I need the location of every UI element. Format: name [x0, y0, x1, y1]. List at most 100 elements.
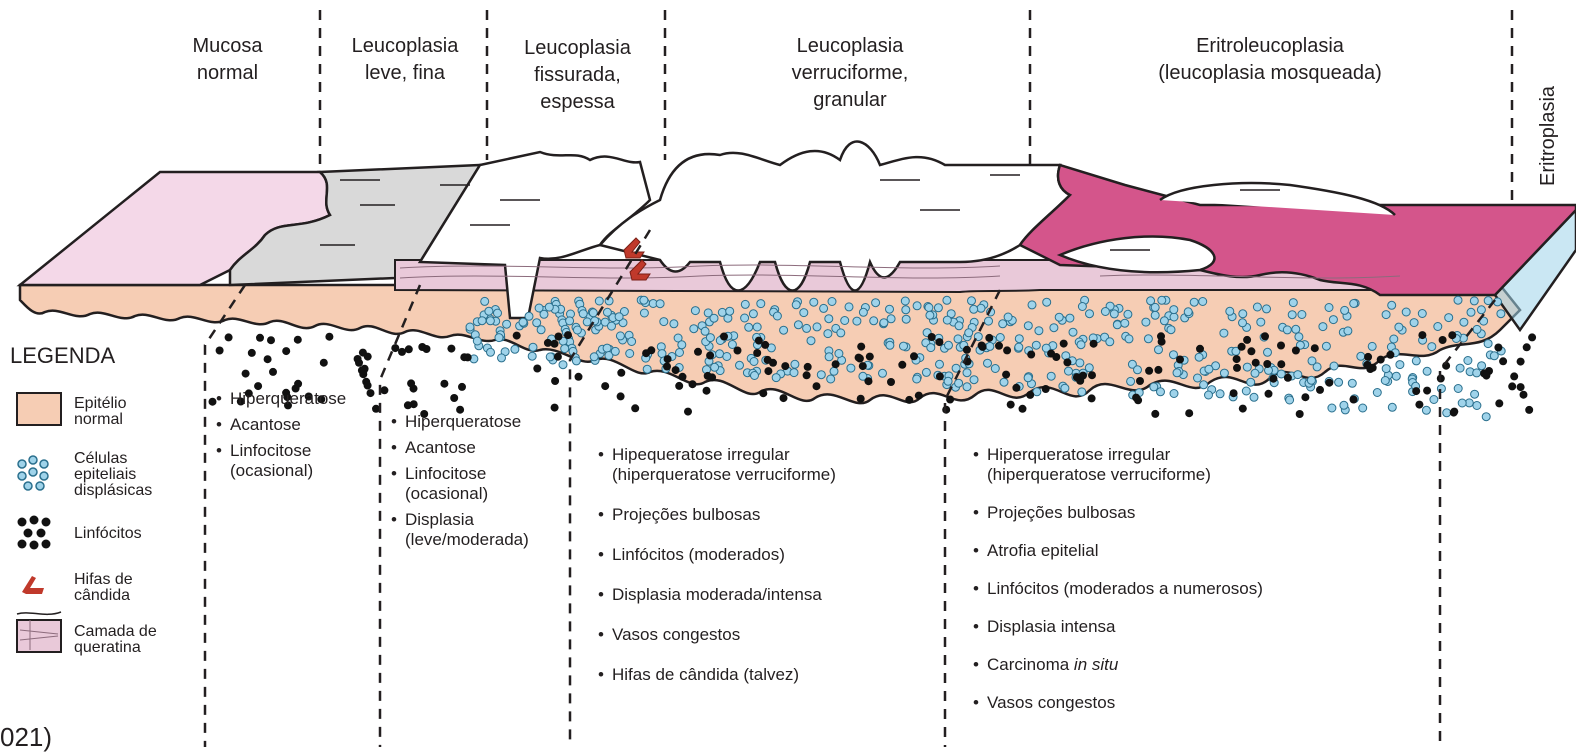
lymphocyte [264, 355, 272, 363]
dysplastic-cell [1110, 310, 1118, 318]
dysplastic-cell [1160, 317, 1168, 325]
lymphocyte [1265, 390, 1273, 398]
dysplastic-cell [1043, 298, 1051, 306]
dysplastic-cell [741, 300, 749, 308]
lymphocyte [1151, 410, 1159, 418]
dysplastic-cell [1490, 352, 1498, 360]
dysplastic-cell [984, 359, 992, 367]
lymphocyte [1145, 367, 1153, 375]
lymphocyte [551, 404, 559, 412]
list-item: Displasia intensa [973, 617, 1373, 637]
dysplastic-cell [828, 298, 836, 306]
dysplastic-cell [1428, 343, 1436, 351]
dysplastic-cell [824, 330, 832, 338]
dysplastic-cell [1288, 311, 1296, 319]
dysplastic-cell [1388, 403, 1396, 411]
lymphocyte [1495, 399, 1503, 407]
dysplastic-cell [1216, 390, 1224, 398]
dysplastic-cell [954, 335, 962, 343]
lymphocyte [1517, 358, 1525, 366]
dysplastic-cell [473, 337, 481, 345]
dysplastic-cell [579, 310, 587, 318]
dysplastic-cell [628, 338, 636, 346]
lymphocyte [242, 370, 250, 378]
list-item: Projeções bulbosas [973, 503, 1373, 523]
dysplastic-cell [1357, 352, 1365, 360]
lymphocyte [1042, 385, 1050, 393]
lymphocyte [601, 382, 609, 390]
lymphocyte [978, 342, 986, 350]
dysplastic-cell [837, 329, 845, 337]
dysplastic-cell [825, 315, 833, 323]
dysplastic-cell [736, 361, 744, 369]
lymphocyte [407, 379, 415, 387]
lymphocyte [450, 394, 458, 402]
dysplastic-cell [706, 334, 714, 342]
dysplastic-cell [640, 309, 648, 317]
lymphocyte [1158, 338, 1166, 346]
dysplastic-cell [955, 322, 963, 330]
dysplastic-cell [886, 305, 894, 313]
dysplastic-cell [879, 369, 887, 377]
lymphocyte [1243, 336, 1251, 344]
dysplastic-cell [1388, 301, 1396, 309]
dysplastic-cell [830, 367, 838, 375]
dysplastic-cell [481, 297, 489, 305]
dysplastic-cell [533, 319, 541, 327]
header-leucoplasia-leve: Leucoplasia leve, fina [330, 33, 480, 87]
dysplastic-cell [495, 334, 503, 342]
dysplastic-cell [1264, 348, 1272, 356]
dysplastic-cell [926, 311, 934, 319]
dysplastic-cell [1000, 378, 1008, 386]
dysplastic-cell [1205, 365, 1213, 373]
dysplastic-cell [1298, 311, 1306, 319]
dysplastic-cell [1392, 372, 1400, 380]
dysplastic-cell [1065, 367, 1073, 375]
lymphocyte [225, 333, 233, 341]
lymphocyte [859, 362, 867, 370]
lymphocyte [753, 349, 761, 357]
dysplastic-cell [566, 317, 574, 325]
dysplastic-cell [608, 322, 616, 330]
list-item: Linfócitos (moderados a numerosos) [973, 579, 1373, 599]
lymphocyte [1060, 340, 1068, 348]
dysplastic-cell [1381, 377, 1389, 385]
list-item: Hiperqueratose [391, 412, 566, 432]
dysplastic-cell [925, 304, 933, 312]
lymphocyte [857, 343, 865, 351]
dysplastic-cell [1430, 396, 1438, 404]
lymphocyte [1415, 401, 1423, 409]
lymphocyte [1520, 391, 1528, 399]
dysplastic-cell [1167, 326, 1175, 334]
dysplastic-cell [1344, 327, 1352, 335]
dysplastic-cell [690, 325, 698, 333]
dysplastic-cell [1078, 303, 1086, 311]
dysplastic-cell [968, 297, 976, 305]
dysplastic-cell [1121, 319, 1129, 327]
dysplastic-cell [1170, 313, 1178, 321]
dysplastic-cell [1028, 301, 1036, 309]
dysplastic-cell [1194, 374, 1202, 382]
dysplastic-cell [498, 354, 506, 362]
list-item: Hifas de cândida (talvez) [598, 665, 938, 685]
lymphocyte [1525, 406, 1533, 414]
lymphocyte [1063, 358, 1071, 366]
header-mucosa-normal: Mucosa normal [160, 33, 295, 87]
lymphocyte [1523, 343, 1531, 351]
dysplastic-cell [749, 310, 757, 318]
dysplastic-cell [1076, 359, 1084, 367]
lymphocyte [1012, 384, 1020, 392]
lymphocyte [1026, 391, 1034, 399]
list-item: Carcinoma in situ [973, 655, 1373, 675]
lymphocyte [865, 377, 873, 385]
dysplastic-cell [901, 297, 909, 305]
dysplastic-cell [813, 323, 821, 331]
lymphocyte [1247, 347, 1255, 355]
lymphocyte [1233, 364, 1241, 372]
dysplastic-cell [1350, 300, 1358, 308]
dysplastic-cell [1195, 353, 1203, 361]
list-item: Acantose [391, 438, 566, 458]
dysplastic-cell [1226, 307, 1234, 315]
lymphocyte [781, 362, 789, 370]
dysplastic-cell [583, 318, 591, 326]
